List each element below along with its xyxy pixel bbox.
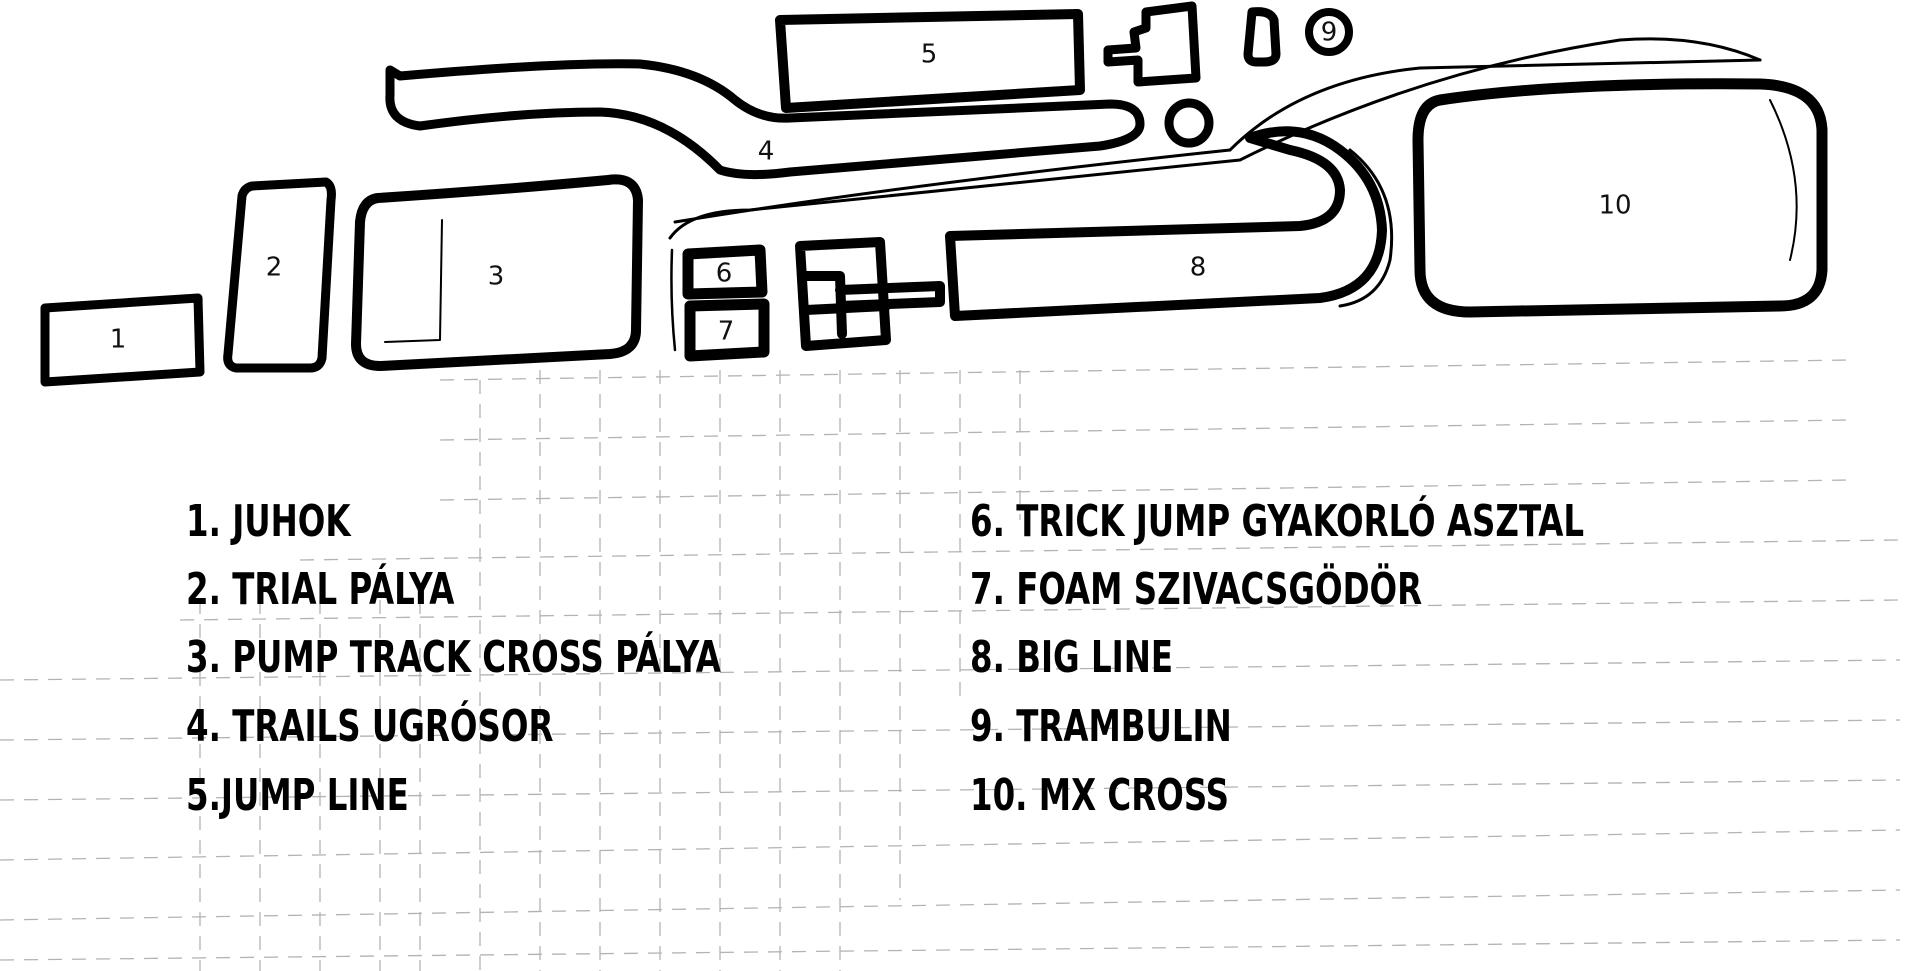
legend-item-4: 4. TRAILS UGRÓSOR <box>186 701 554 752</box>
zone-labels: 1 2 3 4 5 6 7 8 9 10 <box>110 18 1632 355</box>
zone-label-6: 6 <box>716 259 733 289</box>
legend-item-7: 7. FOAM SZIVACSGÖDÖR <box>970 564 1423 615</box>
zone-3-outline <box>351 174 643 371</box>
zone-1-outline <box>40 293 205 387</box>
zone-label-8: 8 <box>1190 253 1207 283</box>
legend-item-6: 6. TRICK JUMP GYAKORLÓ ASZTAL <box>970 496 1585 547</box>
zone-label-5: 5 <box>921 40 938 70</box>
legend-item-5: 5.JUMP LINE <box>186 770 409 821</box>
zone-label-3: 3 <box>488 262 505 292</box>
legend-item-1: 1. JUHOK <box>186 496 351 547</box>
grid-texture <box>0 359 1901 971</box>
zone-10-outline <box>1412 78 1828 318</box>
zone-2-outline <box>223 177 336 373</box>
legend-item-10: 10. MX CROSS <box>970 770 1229 821</box>
zone-label-10: 10 <box>1598 191 1631 221</box>
legend-item-2: 2. TRIAL PÁLYA <box>186 564 455 615</box>
zone-4-outline <box>385 59 1145 180</box>
zone-8-outline <box>945 126 1387 321</box>
zone-5-outline <box>775 9 1085 113</box>
legend-item-3: 3. PUMP TRACK CROSS PÁLYA <box>186 632 721 683</box>
zone-label-1: 1 <box>110 325 127 355</box>
legend-item-8: 8. BIG LINE <box>970 632 1174 683</box>
zone-label-2: 2 <box>266 253 283 283</box>
zone-7-outline <box>684 298 770 362</box>
zone-label-9: 9 <box>1321 18 1338 48</box>
legend-item-9: 9. TRAMBULIN <box>970 701 1232 752</box>
zone-6-outline <box>682 244 768 300</box>
zone-label-7: 7 <box>718 317 735 347</box>
zone-label-4: 4 <box>758 137 775 167</box>
